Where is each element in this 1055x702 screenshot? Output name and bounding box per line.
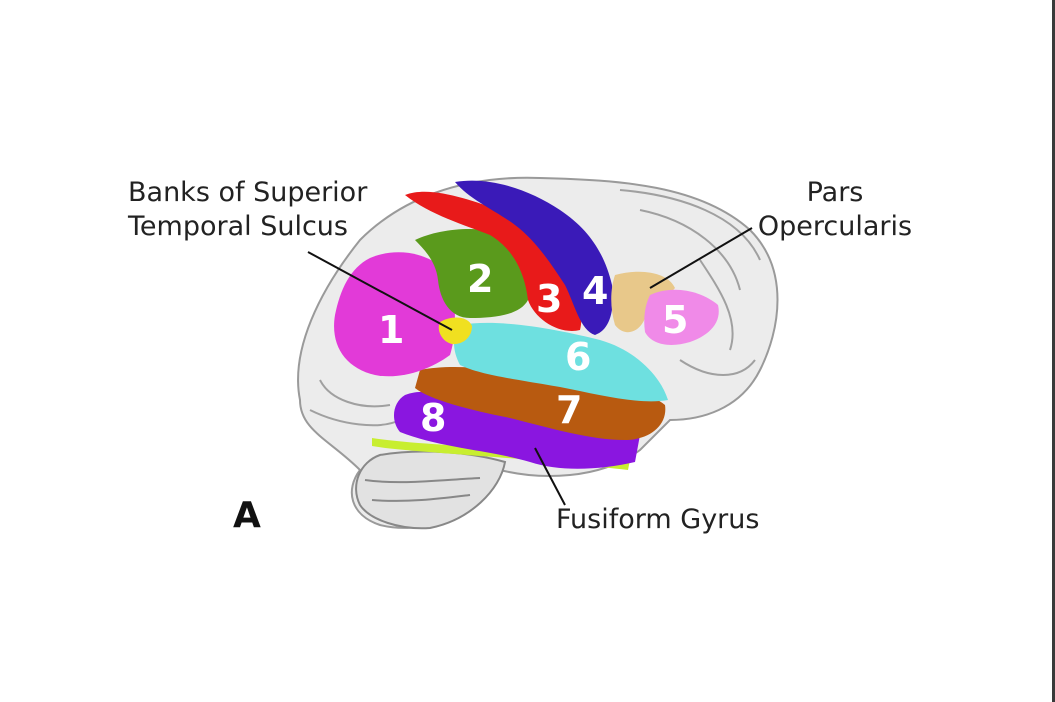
region-7-number: 7: [556, 388, 582, 432]
banks-sts-label: Banks of Superior Temporal Sulcus: [128, 176, 367, 244]
pars-pointer: [649, 227, 753, 289]
region-6: [454, 322, 668, 402]
region-4-number: 4: [582, 269, 608, 313]
region-3-number: 3: [536, 277, 562, 321]
pars-label-line1: Pars: [806, 177, 864, 208]
pars-opercularis-region: [611, 271, 675, 333]
pars-opercularis-label: Pars Opercularis: [755, 176, 915, 244]
banks-sts-region: [438, 317, 472, 345]
region-5: [644, 289, 719, 345]
region-6-number: 6: [565, 335, 591, 379]
fusiform-gyrus-label: Fusiform Gyrus: [556, 504, 760, 535]
banks-sts-label-line1: Banks of Superior: [128, 177, 368, 208]
region-7: [415, 367, 666, 440]
region-2-number: 2: [467, 257, 493, 301]
region-5-number: 5: [662, 298, 688, 342]
right-border: [1052, 0, 1055, 702]
panel-letter: A: [233, 495, 261, 536]
region-8-number: 8: [420, 396, 446, 440]
banks-sts-label-line2: Temporal Sulcus: [128, 211, 348, 242]
region-2: [415, 228, 529, 318]
region-1-number: 1: [378, 308, 404, 352]
region-3: [405, 191, 582, 331]
region-4: [455, 180, 613, 335]
pars-label-line2: Opercularis: [757, 211, 913, 242]
banks-sts-pointer: [307, 251, 453, 331]
region-8: [393, 391, 640, 469]
fusiform-pointer: [534, 447, 566, 506]
